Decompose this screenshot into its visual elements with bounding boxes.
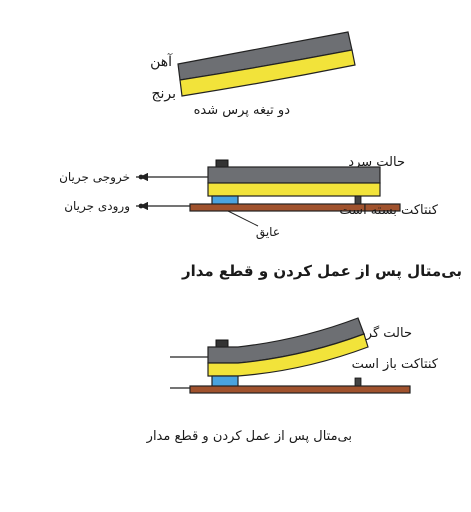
heading-background [115, 258, 465, 283]
input-wire-dot [138, 203, 144, 209]
after-trip-heading: بی‌متال پس از عمل کردن و قطع مدار [181, 262, 462, 281]
current-output-label: خروجی جریان [59, 170, 130, 185]
brass-layer [207, 333, 369, 377]
brass-layer [207, 182, 381, 197]
hot-state-assembly [170, 317, 411, 394]
insulator-label: عایق [256, 225, 280, 240]
current-input-label: ورودی جریان [64, 199, 130, 214]
after-trip-caption: بی‌متال پس از عمل کردن و قطع مدار [146, 429, 352, 444]
contact-open-label: کنتاکت باز است [352, 357, 439, 372]
copper-base [189, 385, 411, 394]
copper-base [189, 203, 401, 212]
cold-state-assembly [136, 159, 401, 227]
iron-layer [207, 166, 381, 184]
output-wire-dot [138, 174, 144, 180]
contact-closed-label: کنتاکت بسته است [339, 203, 438, 218]
brass-layer [179, 49, 356, 97]
contact-point [354, 377, 362, 387]
brass-label: برنج [151, 86, 176, 102]
insulator-leader-line [227, 210, 259, 227]
cold-state-label: حالت سرد [348, 155, 405, 170]
hot-state-label: حالت گرم [358, 325, 412, 341]
pressed-strip-label: دو تیغه پرس شده [194, 103, 291, 118]
bent-bimetal-strip [177, 31, 356, 97]
iron-label: آهن [150, 53, 173, 70]
